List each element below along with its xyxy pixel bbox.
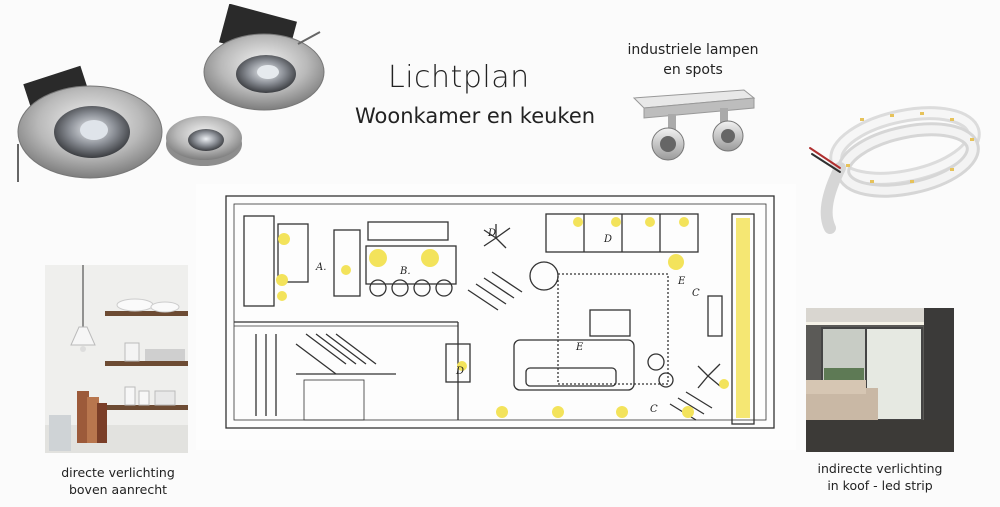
plan-label-d-left: D (455, 366, 464, 377)
industrial-spots-image (632, 89, 756, 161)
indirect-lighting-caption-line1: indirecte verlichting (817, 461, 943, 476)
direct-lighting-caption: directe verlichting boven aanrecht (30, 464, 206, 498)
plan-label-d-top: D (603, 234, 612, 245)
page-title: Lichtplan (388, 60, 530, 95)
plan-label-d-plant: D (487, 228, 496, 239)
industrial-lamps-caption: industriele lampen en spots (627, 42, 759, 78)
plan-label-b: B. (399, 266, 411, 277)
indirect-lighting-caption-line2: in koof - led strip (827, 478, 933, 493)
led-strip-image (809, 106, 981, 234)
direct-lighting-caption-line2: boven aanrecht (68, 482, 168, 497)
tilted-downlight (203, 4, 325, 111)
direct-lighting-caption-line1: directe verlichting (61, 465, 175, 480)
small-surface-light (166, 116, 242, 166)
outer-wall (225, 195, 775, 429)
plan-label-e-center: E (575, 342, 584, 353)
indirect-lighting-caption: indirecte verlichting in koof - led stri… (795, 460, 965, 494)
plan-label-c-right: C (692, 288, 700, 299)
led-strip-highlight (736, 218, 750, 418)
plan-label-a: A. (315, 262, 326, 273)
recessed-downlights-image (17, 4, 325, 182)
floor-plan-sketch: A. B. C C D D D E E (196, 184, 796, 450)
kitchen-shelves-photo (45, 265, 188, 453)
plan-label-c-bottom: C (650, 404, 658, 415)
page-subtitle: Woonkamer en keuken (355, 104, 596, 128)
large-downlight (17, 65, 163, 182)
lighting-highlights (276, 217, 750, 418)
plan-label-e-right: E (677, 276, 686, 287)
living-room-photo (806, 308, 954, 452)
